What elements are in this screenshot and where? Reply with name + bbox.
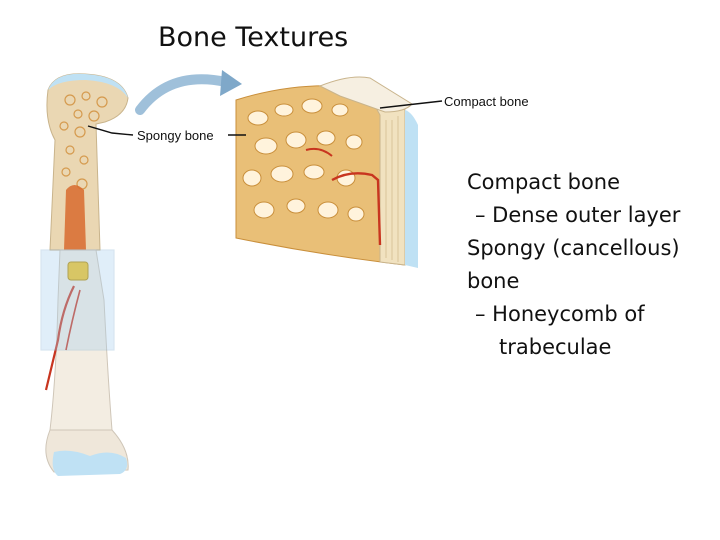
compact-bone-label: Compact bone bbox=[444, 94, 529, 109]
cutaway-box bbox=[40, 249, 115, 351]
yellow-marrow bbox=[67, 261, 89, 281]
zoom-arrow-shaft bbox=[135, 74, 231, 115]
leader-compact bbox=[379, 100, 443, 109]
leader-spongy bbox=[87, 125, 134, 136]
blood-vessel bbox=[65, 289, 81, 351]
bullet-subitem-continued: trabeculae bbox=[499, 335, 612, 359]
enlarged-bone-section bbox=[235, 76, 418, 268]
spongy-texture-head bbox=[59, 91, 108, 190]
articular-cartilage-bottom bbox=[52, 450, 128, 476]
marrow-cavity bbox=[64, 185, 86, 250]
slide-title: Bone Textures bbox=[158, 22, 349, 53]
bullet-item: Spongy (cancellous) bbox=[467, 236, 680, 260]
section-vessel bbox=[331, 172, 382, 246]
spongy-bone-label: Spongy bone bbox=[137, 128, 214, 143]
periosteum bbox=[405, 110, 418, 268]
zoom-arrow-head bbox=[220, 70, 242, 96]
bullet-item: Compact bone bbox=[467, 170, 621, 194]
zoom-arrow bbox=[135, 70, 242, 115]
bullet-subitem: – Honeycomb of bbox=[475, 302, 645, 326]
trabeculae-pattern bbox=[242, 98, 365, 222]
blood-vessel bbox=[44, 285, 75, 391]
bullet-list: Compact bone – Dense outer layer Spongy … bbox=[467, 166, 680, 364]
articular-cartilage-top bbox=[48, 73, 128, 98]
section-vessel bbox=[305, 147, 333, 157]
bullet-item-continued: bone bbox=[467, 269, 520, 293]
bullet-subitem: – Dense outer layer bbox=[475, 203, 681, 227]
long-bone bbox=[40, 73, 129, 476]
osteon-lines bbox=[385, 116, 399, 262]
